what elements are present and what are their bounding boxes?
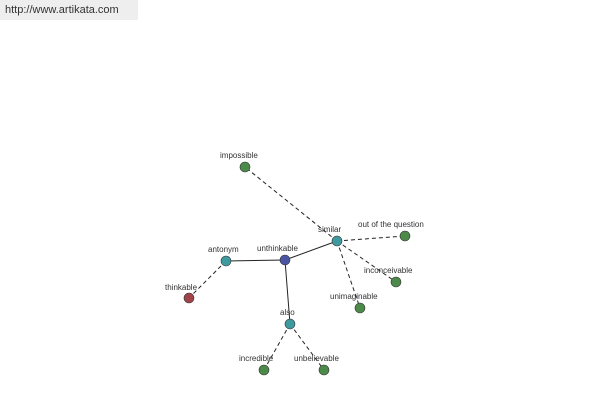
node-label-out-of-the-question[interactable]: out of the question <box>358 220 424 229</box>
edge-similar-to-impossible <box>244 166 338 242</box>
edge-also-to-incredible <box>263 323 291 371</box>
node-antonym[interactable]: antonym <box>208 245 239 267</box>
node-circle-unbelievable[interactable] <box>318 364 330 376</box>
edge-unthinkable-to-similar <box>284 240 338 261</box>
node-circle-thinkable[interactable] <box>183 292 195 304</box>
node-label-inconceivable[interactable]: inconceivable <box>364 266 413 275</box>
node-circle-similar[interactable] <box>331 235 343 247</box>
edge-similar-to-unimaginable <box>336 240 361 309</box>
edge-antonym-to-thinkable <box>188 260 227 299</box>
node-circle-out-of-the-question[interactable] <box>399 230 411 242</box>
node-incredible[interactable]: incredible <box>239 354 274 376</box>
node-unimaginable[interactable]: unimaginable <box>330 292 378 314</box>
site-url-link[interactable]: http://www.artikata.com <box>0 0 138 20</box>
edge-similar-to-out-of-the-question <box>336 235 406 242</box>
node-also[interactable]: also <box>280 308 296 330</box>
node-thinkable[interactable]: thinkable <box>165 283 198 304</box>
node-circle-unimaginable[interactable] <box>354 302 366 314</box>
edge-similar-to-inconceivable <box>336 240 397 283</box>
node-circle-inconceivable[interactable] <box>390 276 402 288</box>
node-unbelievable[interactable]: unbelievable <box>294 354 339 376</box>
node-impossible[interactable]: impossible <box>220 151 258 173</box>
node-label-antonym[interactable]: antonym <box>208 245 239 254</box>
node-circle-also[interactable] <box>284 318 296 330</box>
node-label-similar[interactable]: similar <box>318 225 341 234</box>
edge-unthinkable-to-antonym <box>225 259 286 262</box>
node-label-impossible[interactable]: impossible <box>220 151 258 160</box>
edge-unthinkable-to-also <box>284 259 291 325</box>
node-label-also[interactable]: also <box>280 308 295 317</box>
node-out-of-the-question[interactable]: out of the question <box>358 220 424 242</box>
node-circle-antonym[interactable] <box>220 255 232 267</box>
node-label-incredible[interactable]: incredible <box>239 354 274 363</box>
node-label-unbelievable[interactable]: unbelievable <box>294 354 339 363</box>
node-label-unthinkable[interactable]: unthinkable <box>257 244 298 253</box>
node-inconceivable[interactable]: inconceivable <box>364 266 413 288</box>
node-unthinkable[interactable]: unthinkable <box>257 244 298 266</box>
nodes-layer: unthinkable similar antonym also impossible o… <box>165 151 424 376</box>
node-label-thinkable[interactable]: thinkable <box>165 283 198 292</box>
node-label-unimaginable[interactable]: unimaginable <box>330 292 378 301</box>
node-circle-impossible[interactable] <box>239 161 251 173</box>
node-similar[interactable]: similar <box>318 225 343 247</box>
node-circle-incredible[interactable] <box>258 364 270 376</box>
node-circle-unthinkable[interactable] <box>279 254 291 266</box>
edge-also-to-unbelievable <box>289 323 325 371</box>
edges-layer <box>188 166 406 371</box>
